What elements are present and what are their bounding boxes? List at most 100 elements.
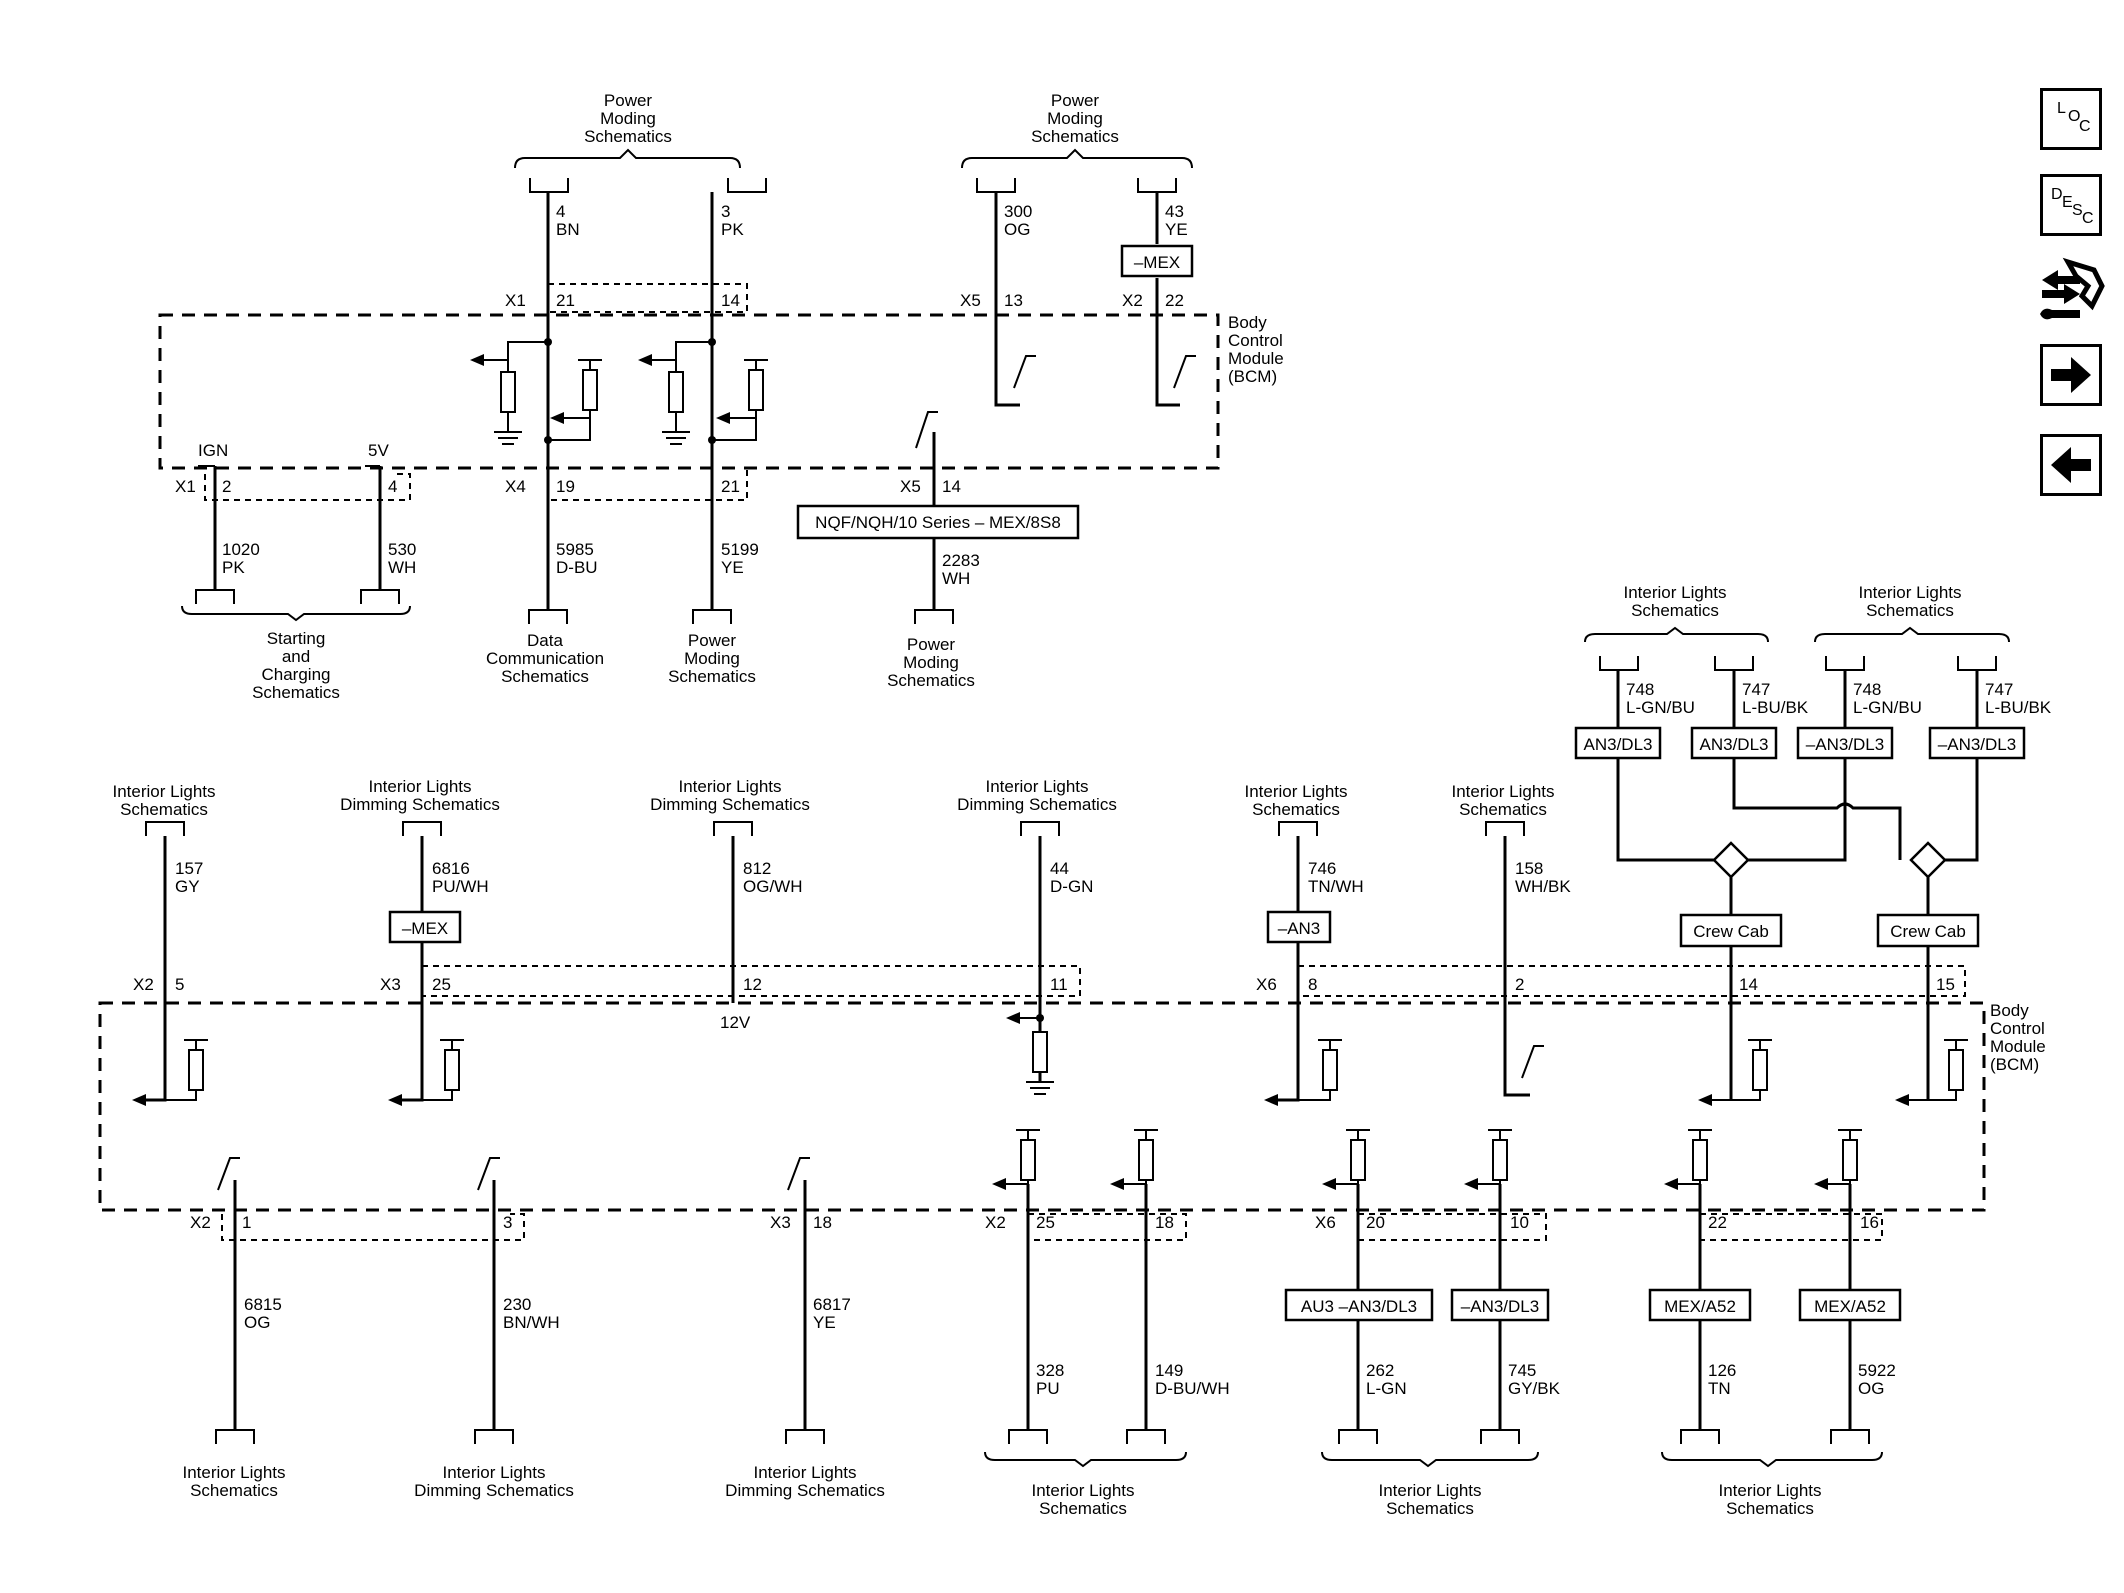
connector-tool-icon[interactable] bbox=[2036, 256, 2106, 326]
svg-text:25: 25 bbox=[432, 975, 451, 994]
svg-text:YE: YE bbox=[721, 558, 744, 577]
svg-text:Schematics: Schematics bbox=[1866, 601, 1954, 620]
svg-text:8: 8 bbox=[1308, 975, 1317, 994]
svg-text:2: 2 bbox=[222, 477, 231, 496]
svg-text:4: 4 bbox=[388, 477, 397, 496]
svg-text:5199: 5199 bbox=[721, 540, 759, 559]
svg-text:X5: X5 bbox=[960, 291, 981, 310]
svg-text:21: 21 bbox=[721, 477, 740, 496]
svg-text:158: 158 bbox=[1515, 859, 1543, 878]
svg-text:X3: X3 bbox=[380, 975, 401, 994]
svg-text:Interior Lights: Interior Lights bbox=[1719, 1481, 1822, 1500]
5v-label: 5V bbox=[368, 441, 389, 460]
svg-text:Charging: Charging bbox=[262, 665, 331, 684]
desc-button[interactable]: D E S C bbox=[2040, 174, 2102, 236]
svg-text:WH/BK: WH/BK bbox=[1515, 877, 1571, 896]
svg-text:12: 12 bbox=[743, 975, 762, 994]
loc-letter-c: C bbox=[2079, 118, 2091, 135]
desc-letter-c: C bbox=[2082, 210, 2094, 227]
wire-530-wh: 4 530 WH bbox=[388, 477, 416, 577]
svg-text:X6: X6 bbox=[1315, 1213, 1336, 1232]
svg-text:PU: PU bbox=[1036, 1379, 1060, 1398]
svg-text:Schematics: Schematics bbox=[190, 1481, 278, 1500]
option-minus-mex-bottom: –MEX bbox=[402, 919, 448, 938]
svg-text:D-BU: D-BU bbox=[556, 558, 598, 577]
svg-text:1: 1 bbox=[242, 1213, 251, 1232]
svg-text:5985: 5985 bbox=[556, 540, 594, 559]
svg-text:OG: OG bbox=[1858, 1379, 1884, 1398]
previous-page-button[interactable] bbox=[2040, 434, 2102, 496]
svg-text:Schematics: Schematics bbox=[1726, 1499, 1814, 1518]
loc-letter-l: L bbox=[2057, 100, 2066, 117]
svg-text:Interior Lights: Interior Lights bbox=[1859, 583, 1962, 602]
svg-text:X2: X2 bbox=[1122, 291, 1143, 310]
svg-text:OG/WH: OG/WH bbox=[743, 877, 803, 896]
svg-text:BN: BN bbox=[556, 220, 580, 239]
svg-text:Interior Lights: Interior Lights bbox=[679, 777, 782, 796]
svg-text:Schematics: Schematics bbox=[120, 800, 208, 819]
svg-text:Interior Lights: Interior Lights bbox=[754, 1463, 857, 1482]
bcm-label-top: Body Control Module (BCM) bbox=[1228, 313, 1284, 386]
svg-text:Dimming Schematics: Dimming Schematics bbox=[340, 795, 500, 814]
svg-text:WH: WH bbox=[942, 569, 970, 588]
loc-button[interactable]: L O C bbox=[2040, 88, 2102, 150]
svg-text:746: 746 bbox=[1308, 859, 1336, 878]
svg-text:AN3/DL3: AN3/DL3 bbox=[1584, 735, 1653, 754]
svg-text:X2: X2 bbox=[133, 975, 154, 994]
svg-text:22: 22 bbox=[1708, 1213, 1727, 1232]
svg-text:L-GN/BU: L-GN/BU bbox=[1853, 698, 1922, 717]
arrow-left-icon bbox=[2051, 447, 2091, 483]
svg-text:GY/BK: GY/BK bbox=[1508, 1379, 1561, 1398]
arrow-right-icon bbox=[2051, 357, 2091, 393]
svg-text:300: 300 bbox=[1004, 202, 1032, 221]
svg-text:14: 14 bbox=[721, 291, 740, 310]
output-745-gybk: 10 –AN3/DL3 745 GY/BK bbox=[1450, 1129, 1561, 1430]
svg-text:2283: 2283 bbox=[942, 551, 980, 570]
svg-text:6817: 6817 bbox=[813, 1295, 851, 1314]
svg-text:YE: YE bbox=[813, 1313, 836, 1332]
svg-text:and: and bbox=[282, 647, 310, 666]
svg-text:43: 43 bbox=[1165, 202, 1184, 221]
desc-letter-s: S bbox=[2072, 202, 2083, 219]
svg-text:–AN3/DL3: –AN3/DL3 bbox=[1938, 735, 2016, 754]
svg-text:748: 748 bbox=[1626, 680, 1654, 699]
svg-text:14: 14 bbox=[942, 477, 961, 496]
input-pin-15: 15 bbox=[1895, 975, 1968, 1106]
next-page-button[interactable] bbox=[2040, 344, 2102, 406]
svg-text:(BCM): (BCM) bbox=[1990, 1055, 2039, 1074]
svg-text:5: 5 bbox=[175, 975, 184, 994]
svg-text:748: 748 bbox=[1853, 680, 1881, 699]
svg-text:1020: 1020 bbox=[222, 540, 260, 559]
svg-text:Interior Lights: Interior Lights bbox=[1452, 782, 1555, 801]
wire-43-ye: 43 YE –MEX X2 22 bbox=[1120, 192, 1196, 407]
svg-text:21: 21 bbox=[556, 291, 575, 310]
svg-text:Dimming Schematics: Dimming Schematics bbox=[725, 1481, 885, 1500]
svg-text:X4: X4 bbox=[505, 477, 526, 496]
svg-text:Interior Lights: Interior Lights bbox=[1032, 1481, 1135, 1500]
svg-text:X2: X2 bbox=[190, 1213, 211, 1232]
wire-300-og: 300 OG X5 13 bbox=[960, 192, 1036, 407]
output-126-tn: 22 MEX/A52 126 TN bbox=[1648, 1129, 1752, 1430]
internal-circuit-a bbox=[470, 338, 602, 445]
svg-text:Interior Lights: Interior Lights bbox=[443, 1463, 546, 1482]
svg-text:Power: Power bbox=[907, 635, 956, 654]
svg-text:AN3/DL3: AN3/DL3 bbox=[1700, 735, 1769, 754]
svg-text:Communication: Communication bbox=[486, 649, 604, 668]
top-dest-right: Power Moding Schematics bbox=[1031, 91, 1119, 146]
output-149-dbuwh: 18 149 D-BU/WH bbox=[1110, 1129, 1230, 1430]
svg-text:18: 18 bbox=[1155, 1213, 1174, 1232]
svg-text:530: 530 bbox=[388, 540, 416, 559]
svg-text:Interior Lights: Interior Lights bbox=[369, 777, 472, 796]
wire-748-an3: 748 L-GN/BU AN3/DL3 bbox=[1574, 670, 1722, 862]
svg-text:6816: 6816 bbox=[432, 859, 470, 878]
svg-text:149: 149 bbox=[1155, 1361, 1183, 1380]
svg-text:Power: Power bbox=[1051, 91, 1100, 110]
svg-text:Data: Data bbox=[527, 631, 563, 650]
